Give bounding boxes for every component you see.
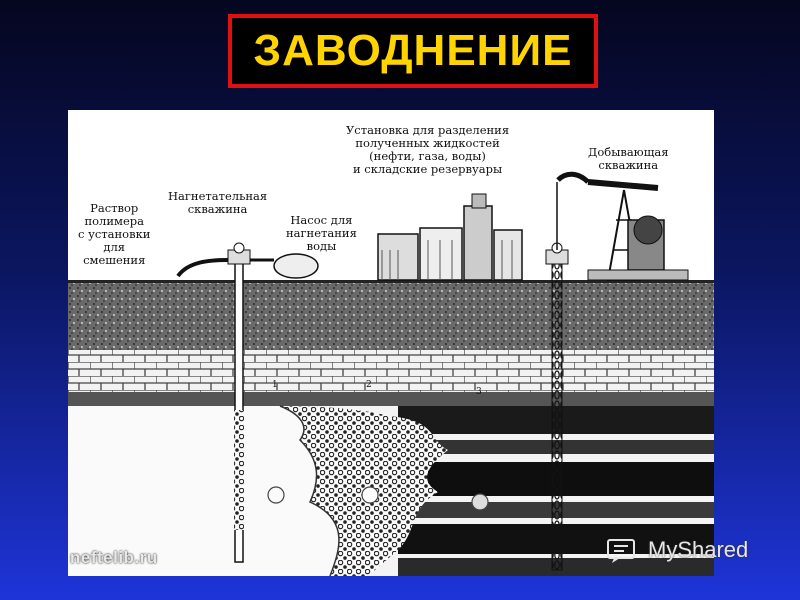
seal-layer: [68, 392, 714, 406]
injection-well: [227, 242, 251, 563]
diagram-illustration: [68, 171, 714, 576]
zone-marker-1: 1: [272, 380, 278, 390]
production-well-line-1: Добывающая: [588, 145, 669, 159]
production-well-label: Добывающая скважина: [588, 146, 669, 172]
separation-unit-line-3: (нефти, газа, воды): [369, 149, 486, 163]
separation-unit-line-1: Установка для разделения: [346, 123, 510, 137]
separation-unit-label: Установка для разделения полученных жидк…: [346, 124, 509, 176]
separation-unit: [377, 193, 523, 281]
separation-unit-line-4: и складские резервуары: [352, 162, 503, 176]
production-well-line-2: скважина: [598, 158, 659, 172]
separation-unit-line-2: полученных жидкостей: [355, 136, 500, 150]
water-pump-line-2: нагнетания: [286, 226, 357, 240]
myshared-logo-icon: [607, 539, 635, 563]
water-pump-line-1: Насос для: [290, 213, 353, 227]
polymer-solution-line-3: с установки: [78, 227, 151, 241]
pump-jack: [556, 171, 689, 281]
water-pump: [250, 253, 319, 279]
injection-well-label: Нагнетательная скважина: [168, 190, 267, 216]
water-pump-line-3: воды: [306, 239, 337, 253]
title-box: ЗАВОДНЕНИЕ: [228, 14, 598, 88]
polymer-solution-line-2: полимера: [84, 214, 144, 228]
water-zone: [68, 406, 339, 576]
polymer-solution-label: Раствор полимера с установки для смешени…: [78, 202, 150, 267]
slide-title: ЗАВОДНЕНИЕ: [253, 26, 573, 75]
polymer-solution-line-1: Раствор: [90, 201, 139, 215]
myshared-text: MyShared: [648, 537, 749, 562]
watermark-left: neftelib.ru: [70, 548, 158, 567]
caprock-layer: [68, 350, 714, 394]
polymer-solution-line-5: смешения: [83, 253, 146, 267]
watermark-right: MyShared: [606, 536, 748, 564]
diagram-panel: Раствор полимера с установки для смешени…: [68, 110, 714, 576]
polymer-solution-line-4: для: [103, 240, 126, 254]
injection-well-line-1: Нагнетательная: [168, 189, 268, 203]
zone-markers: [267, 486, 489, 511]
topsoil-layer: [68, 282, 714, 352]
injection-well-line-2: скважина: [187, 202, 248, 216]
zone-marker-3: 3: [476, 387, 482, 397]
zone-marker-2: 2: [366, 380, 372, 390]
water-pump-label: Насос для нагнетания воды: [286, 214, 357, 253]
